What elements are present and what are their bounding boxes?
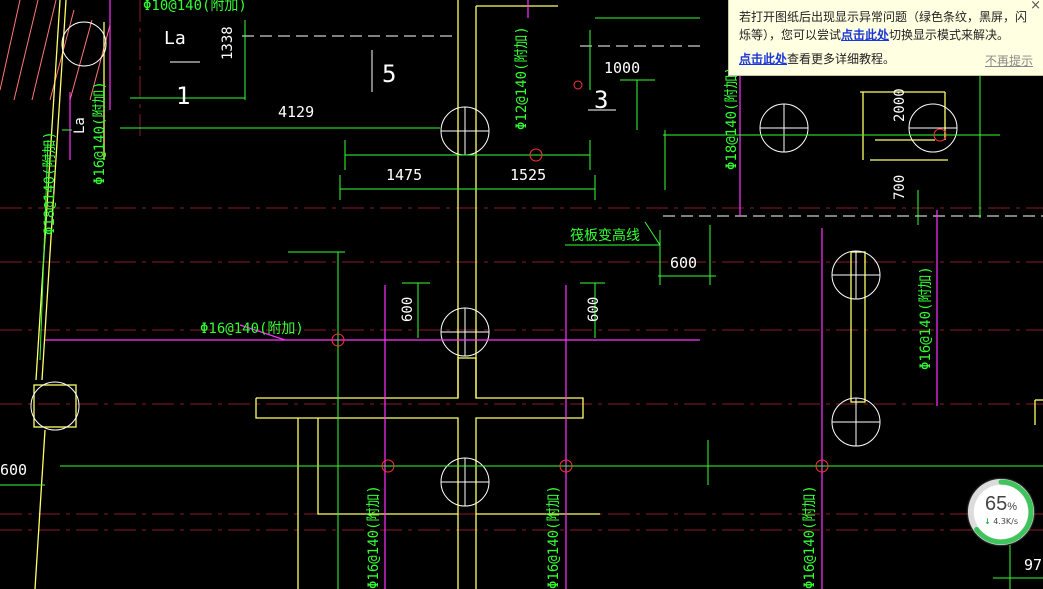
red-markers	[331, 80, 947, 473]
notice-line-1: 若打开图纸后出现显示异常问题（绿色条纹，黑屏，闪烁等），您可以尝试点击此处切换显…	[739, 8, 1033, 44]
notice-line-2: 点击此处查看更多详细教程。	[739, 50, 1033, 68]
section-1-label: 1	[176, 82, 190, 110]
download-arrow-icon: ↓	[983, 517, 991, 526]
section-3-label: 3	[594, 86, 608, 114]
magenta-rebar	[45, 0, 938, 589]
tutorial-link[interactable]: 点击此处	[739, 52, 788, 66]
rebar-horiz-label: Φ16@140(附加)	[200, 321, 304, 337]
dim-700-label: 700	[892, 175, 908, 200]
dim-2000-label: 2000	[892, 88, 908, 122]
progress-ring	[968, 479, 1034, 545]
rebar-far-right-label: Φ16@140(附加)	[918, 266, 934, 370]
dim-1525-label: 1525	[510, 166, 546, 184]
pile-circles	[30, 21, 958, 507]
grid-lines	[0, 0, 1043, 531]
dim-1338-label: 1338	[220, 26, 236, 60]
dim-600-mid1-label: 600	[400, 297, 416, 322]
notice-text-end: 切换显示模式来解决。	[889, 28, 1010, 42]
dim-1000-label: 1000	[604, 59, 640, 77]
section-5-label: 5	[382, 60, 396, 88]
percent-value: 65%	[984, 493, 1018, 515]
rebar-bottom2-label: Φ16@140(附加)	[546, 485, 562, 589]
display-issue-notice: × 若打开图纸后出现显示异常问题（绿色条纹，黑屏，闪烁等），您可以尝试点击此处切…	[728, 0, 1043, 76]
rebar-mid-vertical-label: Φ12@140(附加)	[514, 26, 530, 130]
notice-text: 若打开图纸后出现显示异常问题（绿色条纹，黑屏，闪烁等），您可以尝试	[739, 10, 1028, 42]
rebar-bottom1-label: Φ16@140(附加)	[366, 485, 382, 589]
gauge-center: 65% ↓ 4.3K/s	[974, 485, 1028, 539]
la-left-label: La	[72, 117, 88, 134]
tutorial-text: 查看更多详细教程。	[787, 52, 896, 66]
dismiss-notice-link[interactable]: 不再提示	[984, 54, 1033, 68]
download-speed: ↓ 4.3K/s	[983, 517, 1019, 526]
dim-600-left-label: 600	[0, 461, 27, 479]
dim-600-right-label: 600	[670, 254, 697, 272]
raft-change-label: 筏板变高线	[570, 227, 640, 244]
rebar-left1-label: Φ16@140(附加)	[92, 81, 108, 185]
close-icon[interactable]: ×	[1030, 0, 1041, 13]
dim-4129-label: 4129	[278, 103, 314, 121]
rebar-right-vertical-label: Φ18@140(附加)	[724, 66, 740, 170]
dim-600-mid2-label: 600	[586, 297, 602, 322]
rebar-bottom3-label: Φ16@140(附加)	[802, 485, 818, 589]
rebar-top-label: Φ10@140(附加)	[143, 0, 247, 14]
switch-display-mode-link[interactable]: 点击此处	[841, 28, 890, 42]
yellow-structure	[33, 0, 1043, 589]
dim-1475-label: 1475	[386, 166, 422, 184]
network-speed-gauge[interactable]: 65% ↓ 4.3K/s	[968, 479, 1034, 545]
la-top-label: La	[164, 28, 186, 49]
dim-97-label: 97	[1024, 556, 1042, 574]
rebar-left2-label: Φ18@140(附加)	[42, 131, 58, 235]
